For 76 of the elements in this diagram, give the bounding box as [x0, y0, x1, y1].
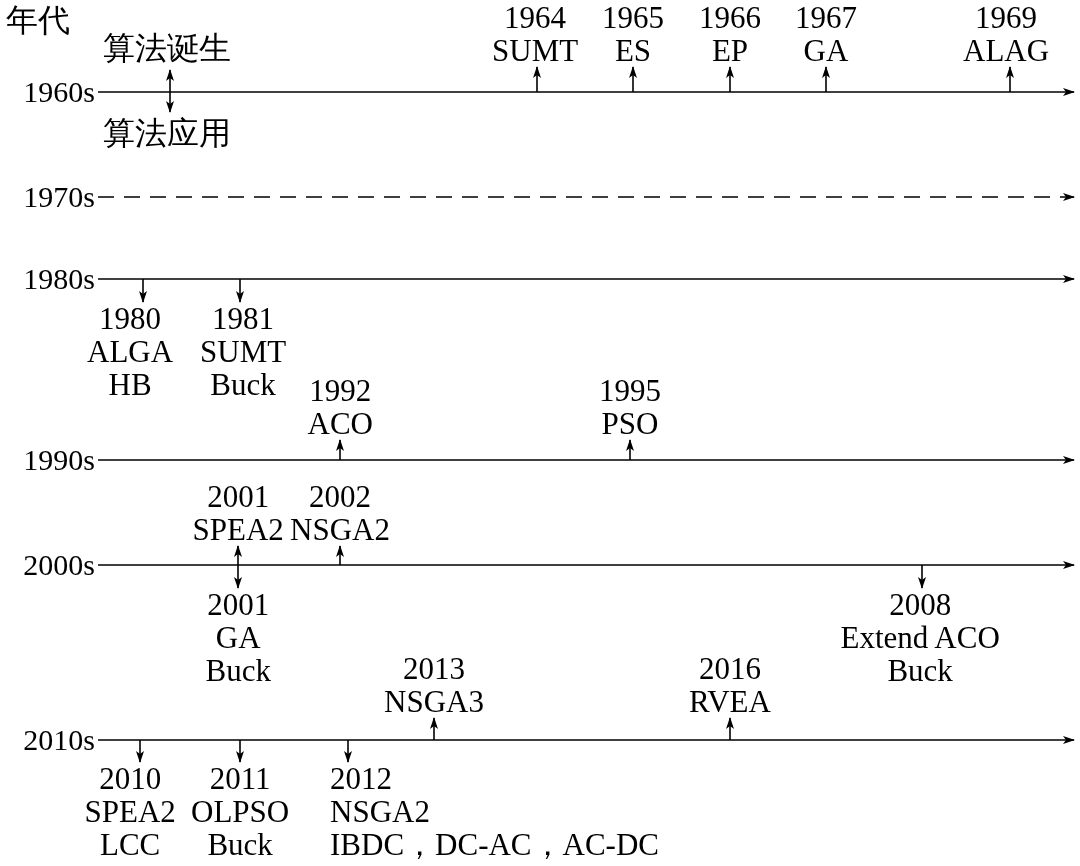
- year-text: 2012: [330, 762, 393, 795]
- year-text: 2001: [206, 480, 271, 513]
- legend-text: 算法诞生: [103, 30, 231, 66]
- algorithm-name: SPEA2: [84, 795, 176, 828]
- arrow: [533, 66, 541, 93]
- algorithm-name: GA: [802, 34, 850, 67]
- application-text: Buck: [209, 368, 277, 401]
- arrow: [139, 278, 147, 303]
- algorithm-name: GA: [214, 621, 262, 654]
- arrow: [1006, 66, 1014, 93]
- application-text: Buck: [206, 828, 274, 861]
- arrow: [136, 739, 144, 763]
- arrow: [344, 739, 352, 763]
- arrow: [236, 278, 244, 303]
- application-text: HB: [107, 368, 153, 401]
- year-text: 2011: [208, 762, 272, 795]
- timeline-axis: [97, 561, 1075, 569]
- timeline-axis: [97, 736, 1075, 744]
- arrow: [236, 739, 244, 763]
- algorithm-name: PSO: [600, 407, 660, 440]
- decade-label: 1970s: [0, 180, 95, 214]
- decade-label: 2000s: [0, 548, 95, 582]
- year-text: 1964: [503, 1, 568, 34]
- algorithm-name: NSGA3: [384, 685, 484, 718]
- year-text: 1981: [211, 302, 276, 335]
- legend-text: 算法应用: [103, 115, 231, 151]
- decade-label: 1980s: [0, 262, 95, 296]
- algorithm-name: ACO: [307, 407, 373, 440]
- arrow: [726, 717, 734, 741]
- algorithm-name: OLPSO: [191, 795, 290, 828]
- decade-label: 2010s: [0, 723, 95, 757]
- application-text: IBDC，DC-AC，AC-DC: [330, 828, 659, 861]
- year-text: 1969: [974, 1, 1039, 34]
- timeline-axis: [97, 193, 1075, 201]
- algorithm-name: ALGA: [87, 335, 174, 368]
- arrow: [629, 66, 637, 93]
- algorithm-name: Extend ACO: [840, 621, 1000, 654]
- algorithm-name: SUMT: [200, 335, 287, 368]
- application-text: Buck: [205, 654, 271, 687]
- year-text: 1967: [795, 1, 857, 34]
- arrow: [626, 439, 634, 461]
- year-text: 2001: [206, 588, 271, 621]
- column-heading: 年代: [6, 2, 70, 38]
- year-text: 2002: [307, 480, 372, 513]
- year-text: 2013: [401, 652, 466, 685]
- application-text: LCC: [99, 828, 162, 861]
- year-text: 1992: [308, 374, 373, 407]
- application-text: Buck: [886, 654, 954, 687]
- algorithm-name: RVEA: [689, 685, 771, 718]
- arrow: [822, 66, 830, 93]
- algorithm-name: NSGA2: [290, 513, 390, 546]
- year-text: 2016: [697, 652, 762, 685]
- decade-label: 1990s: [0, 443, 95, 477]
- year-text: 1980: [98, 302, 163, 335]
- year-text: 1965: [602, 1, 664, 34]
- year-text: 2008: [888, 588, 953, 621]
- decade-label: 1960s: [0, 75, 95, 109]
- year-text: 1995: [599, 374, 661, 407]
- algorithm-name: ALAG: [963, 34, 1050, 67]
- algorithm-name: NSGA2: [330, 795, 431, 828]
- arrow: [336, 545, 344, 566]
- arrow: [234, 545, 242, 566]
- arrow: [234, 564, 242, 589]
- timeline-axis: [97, 275, 1075, 283]
- year-text: 2010: [98, 762, 163, 795]
- year-text: 1966: [699, 1, 761, 34]
- timeline-axis: [97, 88, 1075, 96]
- timeline-axis: [97, 456, 1075, 464]
- arrow: [336, 439, 344, 461]
- arrow: [918, 564, 926, 589]
- algorithm-name: SUMT: [492, 34, 579, 67]
- arrow: [726, 66, 734, 93]
- algorithm-name: EP: [710, 34, 750, 67]
- algorithm-name: ES: [613, 34, 653, 67]
- algorithm-name: SPEA2: [192, 513, 284, 546]
- arrow: [430, 717, 438, 741]
